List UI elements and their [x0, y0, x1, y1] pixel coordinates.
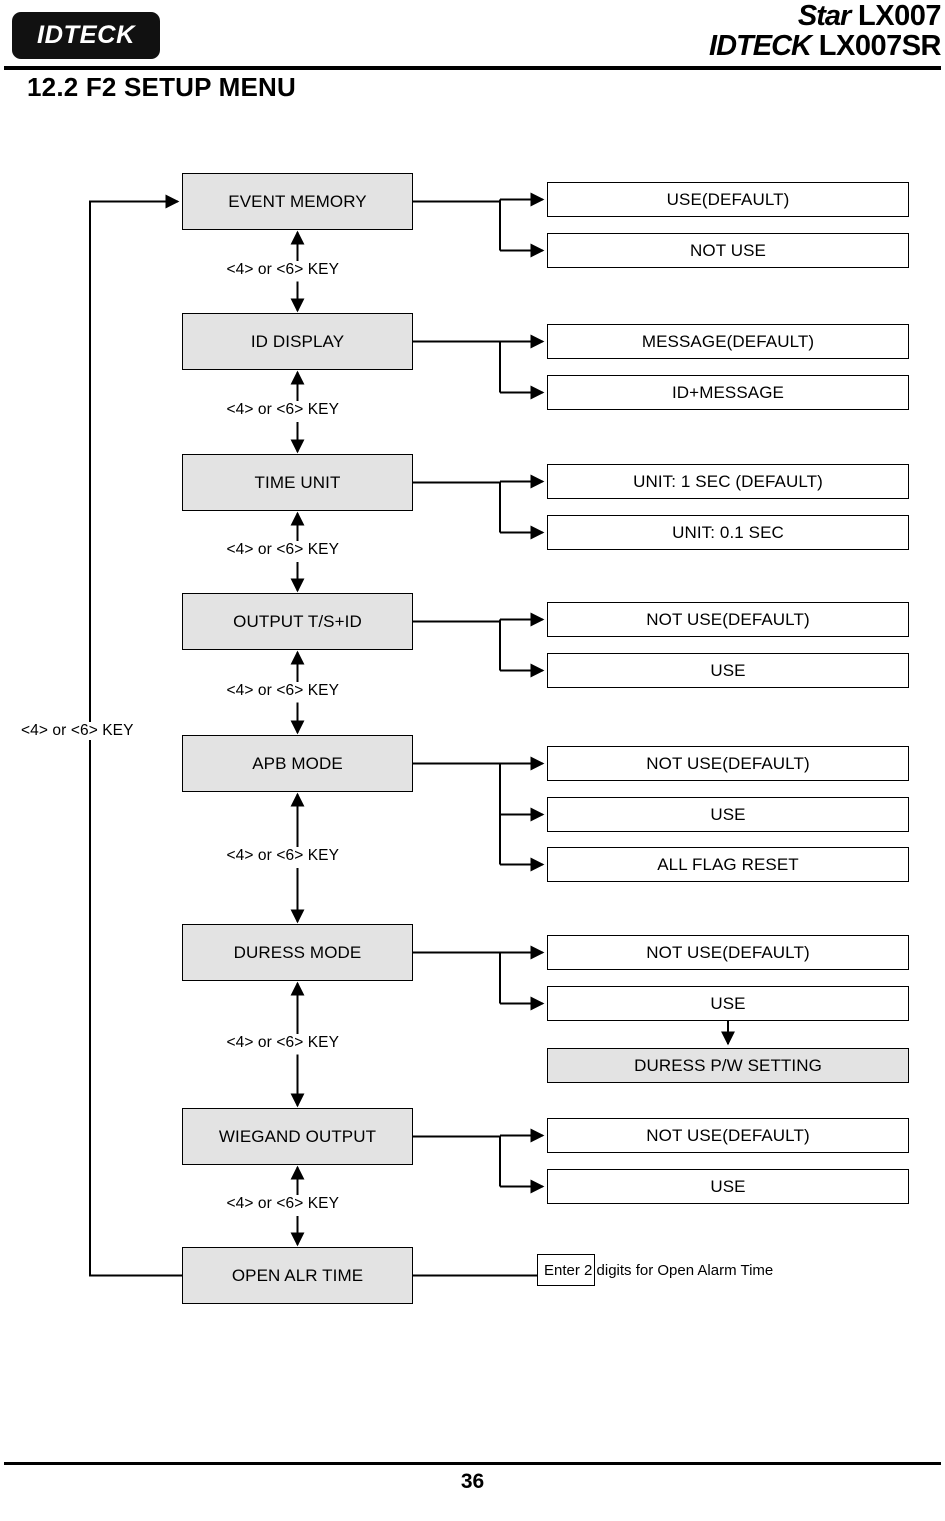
- footer-divider: [4, 1462, 941, 1465]
- option-node-event-memory-not-use-label: NOT USE: [690, 240, 766, 260]
- option-node-id-display-message-default[interactable]: MESSAGE(DEFAULT): [547, 324, 909, 359]
- option-node-id-display-id-message-label: ID+MESSAGE: [671, 382, 784, 402]
- menu-node-wiegand-output[interactable]: WIEGAND OUTPUT: [182, 1108, 413, 1165]
- menu-node-event-memory-label: EVENT MEMORY: [228, 191, 367, 211]
- option-node-duress-mode-use-label: USE: [710, 993, 746, 1013]
- menu-node-id-display[interactable]: ID DISPLAY: [182, 313, 413, 370]
- menu-node-duress-mode-label: DURESS MODE: [233, 942, 362, 962]
- note-open-alarm-time: Enter 2 digits for Open Alarm Time: [537, 1254, 773, 1286]
- option-node-duress-mode-not-use-default[interactable]: NOT USE(DEFAULT): [547, 935, 909, 970]
- option-node-id-display-id-message[interactable]: ID+MESSAGE: [547, 375, 909, 410]
- key-label-2: <4> or <6> KEY: [223, 401, 343, 419]
- menu-node-wiegand-output-label: WIEGAND OUTPUT: [218, 1126, 377, 1146]
- f2-setup-menu-flowchart: EVENT MEMORY USE(DEFAULT) NOT USE <4> or <6…: [18, 173, 909, 1304]
- option-node-apb-mode-all-flag-reset[interactable]: ALL FLAG RESET: [547, 847, 909, 882]
- menu-node-time-unit[interactable]: TIME UNIT: [182, 454, 413, 511]
- option-node-apb-mode-not-use-default-label: NOT USE(DEFAULT): [646, 753, 810, 773]
- menu-node-id-display-label: ID DISPLAY: [250, 331, 345, 351]
- menu-node-output-t-s-id[interactable]: OUTPUT T/S+ID: [182, 593, 413, 650]
- option-node-id-display-message-default-label: MESSAGE(DEFAULT): [641, 331, 815, 351]
- page-header: IDTECK Star LX007 IDTECK LX007SR: [0, 0, 945, 70]
- option-node-time-unit-unit-0-1-sec[interactable]: UNIT: 0.1 SEC: [547, 515, 909, 550]
- outer-loop-key-label: <4> or <6> KEY: [18, 722, 137, 740]
- option-node-event-memory-not-use[interactable]: NOT USE: [547, 233, 909, 268]
- option-node-output-t-s-id-not-use-default[interactable]: NOT USE(DEFAULT): [547, 602, 909, 637]
- product-brand-star: Star: [797, 0, 851, 32]
- option-node-apb-mode-use[interactable]: USE: [547, 797, 909, 832]
- product-line-2: IDTECK LX007SR: [709, 29, 942, 62]
- option-node-output-t-s-id-use-label: USE: [710, 660, 746, 680]
- sub-node-duress-p-w-setting[interactable]: DURESS P/W SETTING: [547, 1048, 909, 1083]
- option-node-time-unit-unit-0-1-sec-label: UNIT: 0.1 SEC: [672, 522, 784, 542]
- option-node-duress-mode-use[interactable]: USE: [547, 986, 909, 1021]
- menu-node-time-unit-label: TIME UNIT: [254, 472, 341, 492]
- product-model-block: Star LX007 IDTECK LX007SR: [709, 0, 942, 62]
- product-line-1: Star LX007: [709, 0, 942, 32]
- option-node-duress-mode-not-use-default-label: NOT USE(DEFAULT): [646, 942, 810, 962]
- idteck-logo-text: IDTECK: [37, 21, 135, 49]
- header-divider: [4, 66, 941, 70]
- key-label-5: <4> or <6> KEY: [223, 847, 343, 865]
- sub-node-duress-p-w-setting-label: DURESS P/W SETTING: [634, 1055, 822, 1075]
- key-label-7: <4> or <6> KEY: [223, 1195, 343, 1213]
- menu-node-output-t-s-id-label: OUTPUT T/S+ID: [233, 611, 362, 631]
- menu-node-event-memory[interactable]: EVENT MEMORY: [182, 173, 413, 230]
- product-brand-idteck: IDTECK: [709, 29, 812, 62]
- menu-node-open-alr-time[interactable]: OPEN ALR TIME: [182, 1247, 413, 1304]
- key-label-3: <4> or <6> KEY: [223, 541, 343, 559]
- menu-node-duress-mode[interactable]: DURESS MODE: [182, 924, 413, 981]
- key-label-6: <4> or <6> KEY: [223, 1033, 343, 1052]
- option-node-event-memory-use-default-label: USE(DEFAULT): [666, 189, 790, 209]
- menu-node-open-alr-time-label: OPEN ALR TIME: [231, 1265, 364, 1285]
- option-node-apb-mode-use-label: USE: [710, 804, 746, 824]
- option-node-output-t-s-id-use[interactable]: USE: [547, 653, 909, 688]
- menu-node-apb-mode-label: APB MODE: [252, 753, 343, 773]
- option-node-apb-mode-not-use-default[interactable]: NOT USE(DEFAULT): [547, 746, 909, 781]
- key-label-4: <4> or <6> KEY: [223, 681, 343, 700]
- option-node-time-unit-unit-1-sec-default-label: UNIT: 1 SEC (DEFAULT): [633, 471, 823, 491]
- menu-node-apb-mode[interactable]: APB MODE: [182, 735, 413, 792]
- option-node-time-unit-unit-1-sec-default[interactable]: UNIT: 1 SEC (DEFAULT): [547, 464, 909, 499]
- option-node-wiegand-output-not-use-default-label: NOT USE(DEFAULT): [646, 1125, 810, 1145]
- option-node-wiegand-output-use[interactable]: USE: [547, 1169, 909, 1204]
- option-node-wiegand-output-not-use-default[interactable]: NOT USE(DEFAULT): [547, 1118, 909, 1153]
- option-node-event-memory-use-default[interactable]: USE(DEFAULT): [547, 182, 909, 217]
- page-number: 36: [460, 1470, 485, 1493]
- product-model-lx007: LX007: [858, 0, 941, 32]
- note-open-alarm-time-label: Enter 2 digits for Open Alarm Time: [544, 1261, 774, 1279]
- option-node-wiegand-output-use-label: USE: [710, 1176, 746, 1196]
- option-node-apb-mode-all-flag-reset-label: ALL FLAG RESET: [657, 854, 799, 874]
- page-title: 12.2 F2 SETUP MENU: [27, 72, 296, 102]
- product-model-lx007sr: LX007SR: [818, 29, 942, 62]
- idteck-logo: IDTECK: [12, 12, 160, 59]
- option-node-output-t-s-id-not-use-default-label: NOT USE(DEFAULT): [646, 609, 810, 629]
- key-label-1: <4> or <6> KEY: [223, 260, 343, 279]
